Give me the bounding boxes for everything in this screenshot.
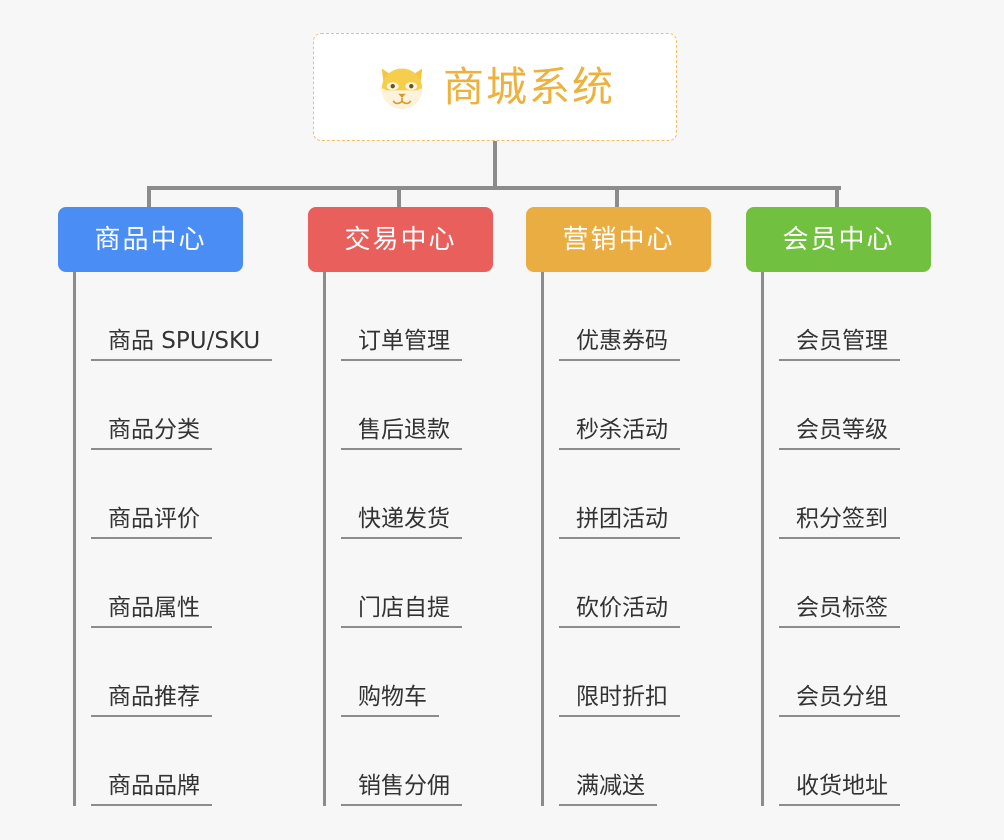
list-item-underline: 商品属性 [91, 597, 212, 628]
list-item[interactable]: 优惠券码 [559, 272, 711, 361]
list-item-label: 订单管理 [358, 328, 450, 354]
list-item-label: 购物车 [358, 684, 427, 710]
category-box-member-center[interactable]: 会员中心 [746, 207, 931, 272]
list-item-underline: 会员管理 [779, 330, 900, 361]
connector-drop-3 [615, 186, 619, 207]
list-item-label: 商品属性 [108, 595, 200, 621]
list-item-underline: 秒杀活动 [559, 419, 680, 450]
item-list-product-center: 商品 SPU/SKU 商品分类商品评价商品属性商品推荐商品品牌 [73, 272, 273, 806]
list-item[interactable]: 商品属性 [91, 539, 243, 628]
root-node[interactable]: 商城系统 [313, 33, 677, 141]
list-item[interactable]: 快递发货 [341, 450, 493, 539]
list-item-label: 会员标签 [796, 595, 888, 621]
list-item[interactable]: 会员分组 [779, 628, 931, 717]
list-item-underline: 订单管理 [341, 330, 462, 361]
root-title: 商城系统 [443, 62, 615, 111]
list-item-underline: 砍价活动 [559, 597, 680, 628]
list-item[interactable]: 门店自提 [341, 539, 493, 628]
item-list-trade-center: 订单管理售后退款快递发货门店自提购物车销售分佣 [323, 272, 493, 806]
list-item-label: 商品推荐 [108, 684, 200, 710]
connector-drop-4 [835, 186, 839, 207]
item-list-marketing-center: 优惠券码秒杀活动拼团活动砍价活动限时折扣满减送 [541, 272, 711, 806]
list-item[interactable]: 商品评价 [91, 450, 243, 539]
list-item[interactable]: 商品分类 [91, 361, 243, 450]
list-item-label: 会员等级 [796, 417, 888, 443]
connector-drop-1 [147, 186, 151, 207]
connector-horizontal-bar [149, 186, 841, 190]
list-item-label: 商品 SPU/SKU [108, 328, 261, 354]
connector-drop-2 [397, 186, 401, 207]
list-item-label: 会员管理 [796, 328, 888, 354]
list-item-label: 积分签到 [796, 506, 888, 532]
list-item-underline: 快递发货 [341, 508, 462, 539]
dog-face-icon [381, 68, 423, 109]
list-item[interactable]: 砍价活动 [559, 539, 711, 628]
category-label: 营销中心 [562, 224, 675, 255]
list-item-underline: 商品分类 [91, 419, 212, 450]
list-item-underline: 商品评价 [91, 508, 212, 539]
list-item-label: 快递发货 [358, 506, 450, 532]
item-list-member-center: 会员管理会员等级积分签到会员标签会员分组收货地址 [761, 272, 931, 806]
list-item-label: 会员分组 [796, 684, 888, 710]
list-item[interactable]: 会员标签 [779, 539, 931, 628]
list-item-label: 满减送 [576, 773, 645, 799]
category-box-product-center[interactable]: 商品中心 [58, 207, 243, 272]
list-item-label: 售后退款 [358, 417, 450, 443]
list-item-underline: 满减送 [559, 775, 657, 806]
list-item[interactable]: 拼团活动 [559, 450, 711, 539]
list-item-label: 秒杀活动 [576, 417, 668, 443]
category-box-marketing-center[interactable]: 营销中心 [526, 207, 711, 272]
category-label: 会员中心 [782, 224, 895, 255]
list-item[interactable]: 会员等级 [779, 361, 931, 450]
list-item-underline: 积分签到 [779, 508, 900, 539]
list-item-underline: 商品 SPU/SKU [91, 328, 273, 361]
list-item[interactable]: 订单管理 [341, 272, 493, 361]
list-item-label: 限时折扣 [576, 684, 668, 710]
column-trade-center: 交易中心订单管理售后退款快递发货门店自提购物车销售分佣 [308, 207, 493, 806]
list-item-underline: 售后退款 [341, 419, 462, 450]
list-item-underline: 拼团活动 [559, 508, 680, 539]
list-item-underline: 会员分组 [779, 686, 900, 717]
list-item-underline: 购物车 [341, 686, 439, 717]
list-item-underline: 商品推荐 [91, 686, 212, 717]
list-item[interactable]: 满减送 [559, 717, 711, 806]
list-item-underline: 会员等级 [779, 419, 900, 450]
list-item-underline: 收货地址 [779, 775, 900, 806]
list-item-label: 拼团活动 [576, 506, 668, 532]
category-label: 交易中心 [344, 224, 457, 255]
list-item[interactable]: 售后退款 [341, 361, 493, 450]
list-item-underline: 限时折扣 [559, 686, 680, 717]
category-label: 商品中心 [94, 224, 207, 255]
list-item-underline: 门店自提 [341, 597, 462, 628]
list-item-label: 商品评价 [108, 506, 200, 532]
list-item[interactable]: 商品推荐 [91, 628, 243, 717]
column-marketing-center: 营销中心优惠券码秒杀活动拼团活动砍价活动限时折扣满减送 [526, 207, 711, 806]
list-item[interactable]: 商品 SPU/SKU [91, 272, 273, 361]
list-item[interactable]: 收货地址 [779, 717, 931, 806]
list-item-underline: 销售分佣 [341, 775, 462, 806]
list-item-label: 商品分类 [108, 417, 200, 443]
list-item-underline: 优惠券码 [559, 330, 680, 361]
list-item[interactable]: 限时折扣 [559, 628, 711, 717]
list-item-underline: 会员标签 [779, 597, 900, 628]
list-item[interactable]: 商品品牌 [91, 717, 243, 806]
column-product-center: 商品中心商品 SPU/SKU 商品分类商品评价商品属性商品推荐商品品牌 [58, 207, 273, 806]
list-item-label: 优惠券码 [576, 328, 668, 354]
list-item[interactable]: 销售分佣 [341, 717, 493, 806]
list-item[interactable]: 积分签到 [779, 450, 931, 539]
list-item-label: 门店自提 [358, 595, 450, 621]
list-item-label: 销售分佣 [358, 773, 450, 799]
connector-stem [493, 141, 497, 186]
list-item-label: 砍价活动 [576, 595, 668, 621]
column-member-center: 会员中心会员管理会员等级积分签到会员标签会员分组收货地址 [746, 207, 931, 806]
list-item[interactable]: 会员管理 [779, 272, 931, 361]
list-item-label: 商品品牌 [108, 773, 200, 799]
list-item[interactable]: 秒杀活动 [559, 361, 711, 450]
category-box-trade-center[interactable]: 交易中心 [308, 207, 493, 272]
list-item-label: 收货地址 [796, 773, 888, 799]
list-item-underline: 商品品牌 [91, 775, 212, 806]
list-item[interactable]: 购物车 [341, 628, 493, 717]
